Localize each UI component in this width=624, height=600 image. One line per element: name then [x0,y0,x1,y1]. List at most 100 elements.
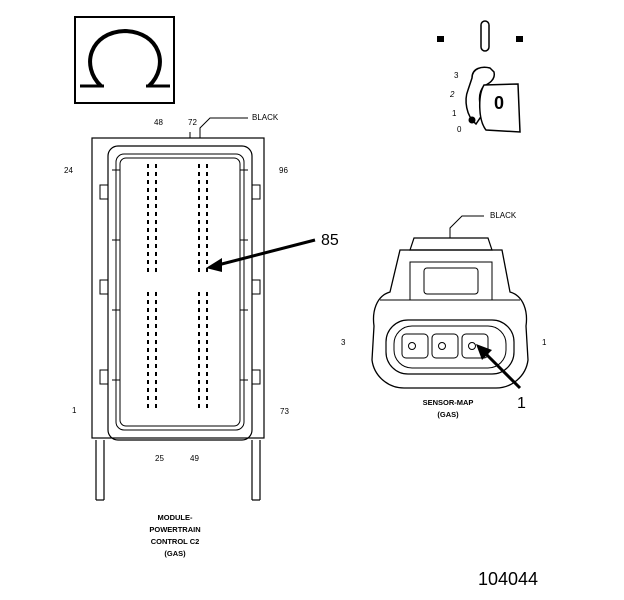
pin-cavity [155,244,157,248]
pin-cavity [147,164,149,168]
ecm-pin-cavities [147,164,208,408]
pin-cavity [198,324,200,328]
pin-cavity [147,260,149,264]
pin-cavity [206,252,208,256]
ecm-pin-49-label: 49 [190,454,199,463]
pin-cavity [206,292,208,296]
pin-cavity [198,188,200,192]
pin-cavity [155,348,157,352]
pin-cavity [206,332,208,336]
pin-cavity [198,388,200,392]
pin-cavity [206,356,208,360]
pin-cavity [198,340,200,344]
pin-cavity [198,164,200,168]
pin-cavity [198,308,200,312]
ecm-caption: MODULE- POWERTRAIN CONTROL C2 (GAS) [120,512,230,560]
pin-cavity [198,292,200,296]
pin-cavity [198,204,200,208]
pin-cavity [147,340,149,344]
map-callout-label: 1 [517,395,526,412]
pin-cavity [206,260,208,264]
pin-cavity [198,212,200,216]
pin-cavity [206,316,208,320]
pin-cavity [155,404,157,408]
pin-cavity [155,236,157,240]
ecm-pin-96-label: 96 [279,166,288,175]
figure-number: 104044 [478,569,539,589]
pin-cavity [198,404,200,408]
pin-cavity [147,228,149,232]
ecm-pin-24-label: 24 [64,166,73,175]
pin-cavity [147,388,149,392]
pin-cavity [155,204,157,208]
pin-cavity [147,324,149,328]
pin-cavity [147,188,149,192]
ecm-pin-72-label: 72 [188,118,197,127]
pin-cavity [147,220,149,224]
pin-cavity [155,292,157,296]
pin-cavity [155,164,157,168]
pin-cavity [147,332,149,336]
pin-cavity [155,268,157,272]
ecm-caption-line: CONTROL C2 [150,537,200,546]
ecm-pin-73-label: 73 [280,407,289,416]
key-position-0: 0 [457,125,462,134]
key-position-1: 1 [452,109,457,118]
ecm-pin-25-label: 25 [155,454,164,463]
pin-cavity [206,372,208,376]
pin-cavity [206,396,208,400]
pin-cavity [155,388,157,392]
pin-cavity [198,364,200,368]
ohmmeter-icon [74,16,175,104]
ecm-pin-1-label: 1 [72,406,77,415]
pin-cavity [206,340,208,344]
pin-cavity [147,244,149,248]
pin-cavity [198,396,200,400]
pin-cavity [155,212,157,216]
pin-cavity [198,172,200,176]
pin-cavity [147,396,149,400]
pin-cavity [155,364,157,368]
pin-cavity [147,236,149,240]
pin-cavity [147,204,149,208]
pin-cavity [155,324,157,328]
pin-cavity [198,220,200,224]
pin-cavity [198,236,200,240]
ecm-caption-line: POWERTRAIN [149,525,201,534]
pin-cavity [155,372,157,376]
pin-cavity [198,372,200,376]
map-caption: SENSOR-MAP (GAS) [400,397,496,421]
pin-cavity [206,268,208,272]
pin-cavity [198,252,200,256]
ecm-caption-line: MODULE- [157,513,193,522]
pin-cavity [155,340,157,344]
pin-cavity [147,372,149,376]
pin-cavity [206,380,208,384]
pin-cavity [155,220,157,224]
pin-cavity [155,332,157,336]
pin-cavity [198,260,200,264]
pin-cavity [206,348,208,352]
map-caption-line: SENSOR-MAP [422,398,474,407]
pin-cavity [147,180,149,184]
map-color-label: BLACK [490,211,517,220]
pin-cavity [198,348,200,352]
pin-cavity [206,364,208,368]
pin-cavity [155,308,157,312]
pin-cavity [198,244,200,248]
pin-cavity [206,388,208,392]
ecm-caption-line: (GAS) [164,549,186,558]
pin-cavity [147,364,149,368]
map-pin-3-label: 3 [341,338,346,347]
pin-cavity [198,300,200,304]
pin-cavity [147,316,149,320]
ecm-connector [91,117,316,501]
pin-cavity [155,396,157,400]
pin-cavity [198,228,200,232]
pin-cavity [206,188,208,192]
ecm-pin-48-label: 48 [154,118,163,127]
pin-cavity [206,180,208,184]
map-sensor-connector [371,215,529,390]
pin-cavity [147,268,149,272]
